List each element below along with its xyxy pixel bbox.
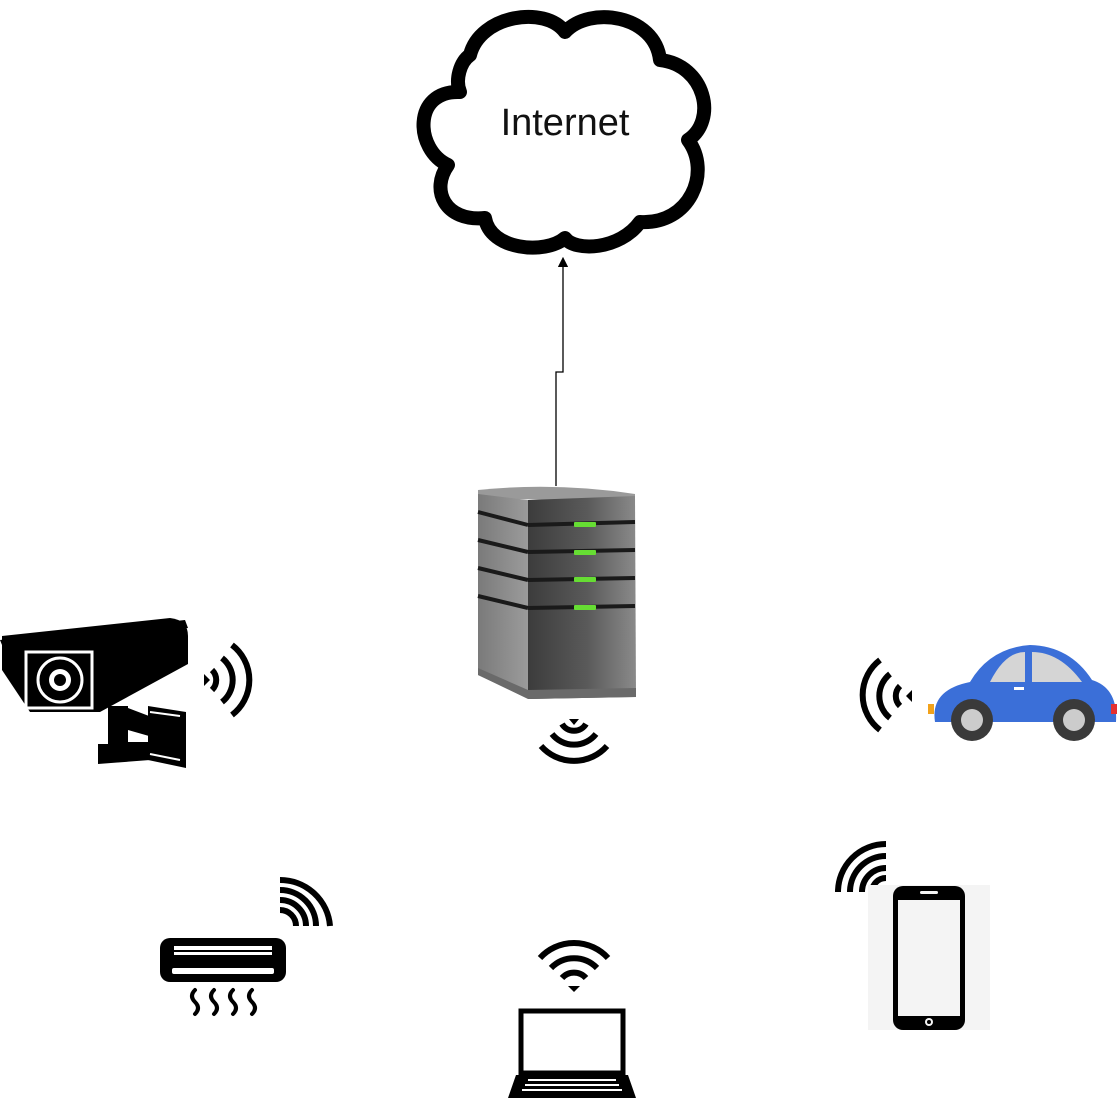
air-conditioner — [160, 876, 333, 1016]
server-status-leds — [574, 522, 596, 610]
car-icon — [928, 645, 1117, 741]
smartphone-icon — [893, 886, 965, 1030]
security-camera-icon — [0, 618, 188, 768]
wifi-signal-icon — [859, 657, 912, 733]
server-to-internet-connector — [555, 256, 569, 486]
wifi-signal-icon — [537, 939, 611, 992]
smartphone — [835, 841, 990, 1030]
wifi-signal-icon — [204, 642, 253, 718]
laptop — [508, 939, 636, 1098]
car — [859, 645, 1117, 741]
wifi-signal-icon — [835, 841, 887, 893]
wifi-signal-icon — [538, 719, 610, 764]
cloud-label: Internet — [501, 102, 630, 144]
server-icon — [477, 486, 636, 699]
cloud-icon — [416, 10, 712, 255]
laptop-icon — [508, 1008, 636, 1098]
internet-cloud: Internet — [416, 10, 712, 255]
server — [477, 486, 636, 764]
air-conditioner-icon — [160, 938, 286, 1016]
wifi-signal-icon — [279, 876, 333, 927]
security-camera — [0, 618, 253, 768]
